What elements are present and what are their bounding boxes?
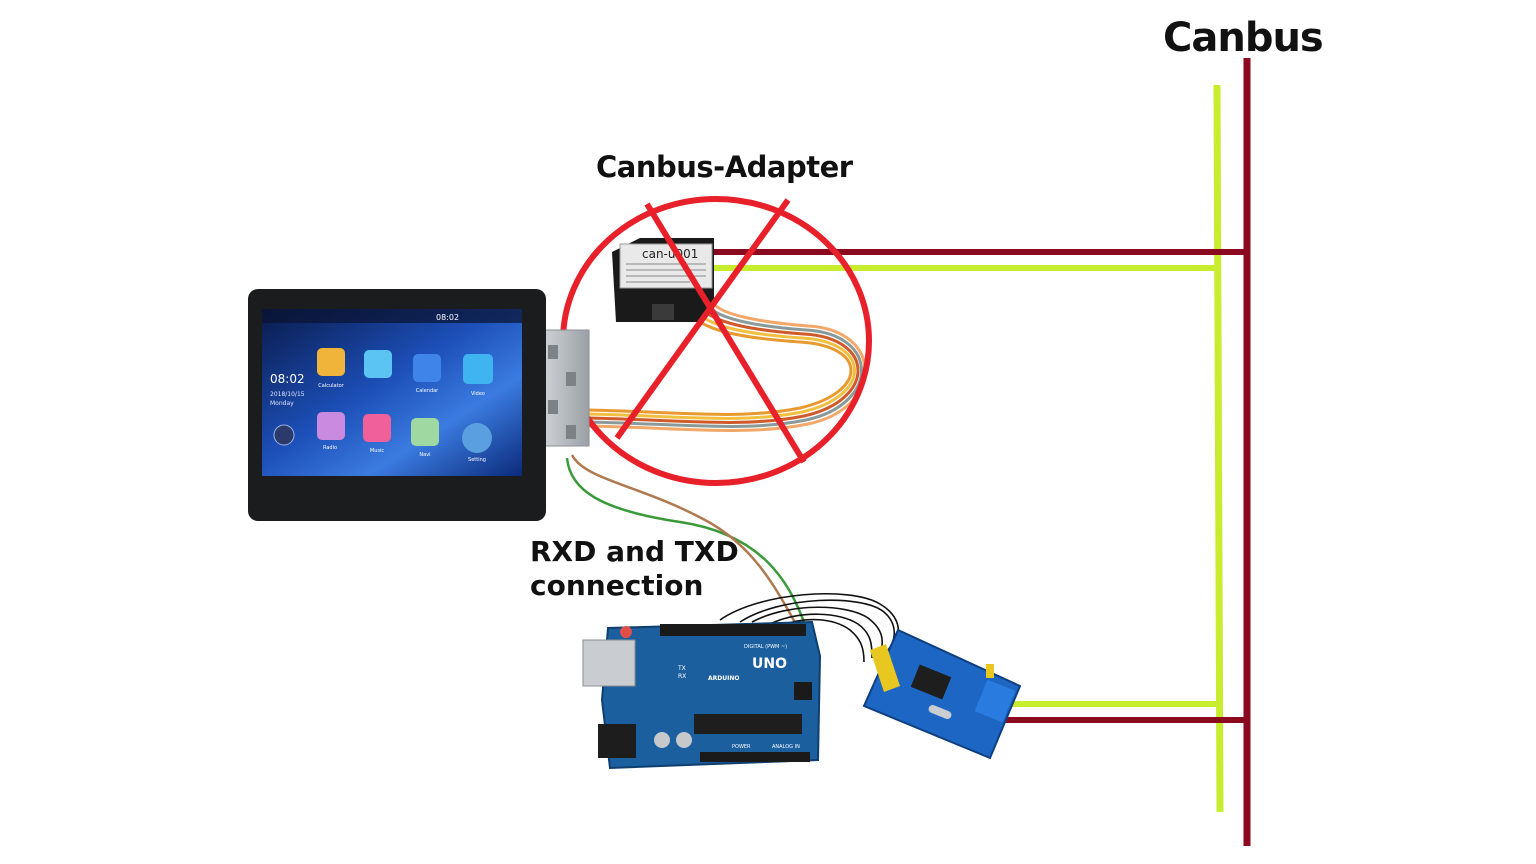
canbus-backbone [1217,58,1247,846]
head-unit-home-icon [274,425,294,445]
arduino-uno-board: UNO ARDUINO DIGITAL (PWM ~) TX RX POWER … [583,622,820,768]
rxd-txd-label: RXD and TXD connection [530,535,790,602]
adapter-model-label: can-u001 [642,247,698,261]
app-label-calculator: Calculator [318,383,344,389]
app-icon-calculator [317,348,345,376]
arduino-brand-text: ARDUINO [708,675,739,682]
app-label-radio: Radio [323,445,337,451]
arduino-rx-label: RX [678,673,686,680]
analog-header [700,752,810,762]
adapter-bus-wires [713,252,1247,268]
app-icon-radio [317,412,345,440]
app-label-calendar: Calendar [416,388,439,394]
app-icon-setting [462,423,492,453]
usb-port [583,640,635,686]
mcp2515-can-module [864,630,1020,758]
app-label-setting: Setting [468,457,486,463]
home-day: Monday [270,400,294,407]
app-icon-music [363,414,391,442]
status-bar-time: 08:02 [436,313,459,322]
rxd-txd-label-line1: RXD and TXD [530,535,790,569]
arduino-power-label: POWER [732,744,751,750]
atmega-chip [694,714,802,734]
app-label-music: Music [370,448,384,454]
home-clock: 08:02 [270,372,305,386]
head-unit: 08:02 08:02 2018/10/15 Monday Calculator… [248,289,589,521]
arduino-logo-text: UNO [752,656,787,672]
app-icon-blank [364,350,392,378]
arduino-analog-label: ANALOG IN [772,744,800,750]
app-icon-calendar [413,354,441,382]
app-icon-video [463,354,493,384]
app-label-video: Video [471,391,485,397]
digital-header [660,624,806,636]
app-icon-navi [411,418,439,446]
arduino-tx-label: TX [677,665,686,672]
adapter-harness [588,304,865,430]
home-date: 2018/10/15 [270,391,305,398]
canbus-title: Canbus [1163,14,1323,62]
power-jack [598,724,636,758]
canbus-adapter-title: Canbus-Adapter [596,150,853,185]
app-label-navi: Navi [419,452,430,458]
module-bus-wires [1002,704,1247,720]
canbus-adapter-device: can-u001 [612,238,714,322]
arduino-digital-label: DIGITAL (PWM ~) [744,644,787,650]
rxd-txd-label-line2: connection [530,569,790,603]
